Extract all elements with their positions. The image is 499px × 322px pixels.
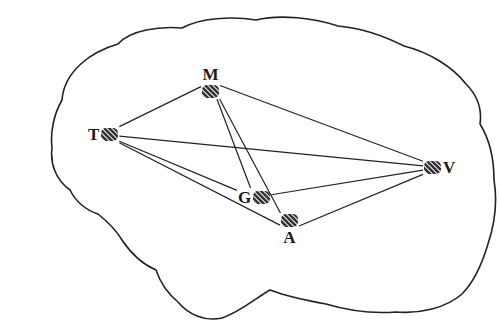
brain-center: V xyxy=(424,159,455,176)
brain-center: G xyxy=(238,189,270,206)
brain-outline-path xyxy=(51,17,495,319)
center-letter: M xyxy=(202,66,218,83)
connection-line xyxy=(220,99,281,213)
center-letter: V xyxy=(443,159,455,176)
connection-line xyxy=(119,136,423,166)
connection-line xyxy=(299,174,423,226)
hatched-spot xyxy=(281,214,298,227)
connection-line xyxy=(119,141,237,190)
connection-line xyxy=(271,170,423,195)
hatched-spot xyxy=(424,161,441,174)
brain-center: A xyxy=(281,214,298,246)
connection-line xyxy=(217,99,251,188)
connection-line xyxy=(119,143,280,225)
connection-line xyxy=(119,87,201,127)
hatched-spot xyxy=(202,85,219,98)
center-letter: G xyxy=(238,189,251,206)
hatched-spot xyxy=(253,191,270,204)
center-letter: T xyxy=(88,126,99,143)
brain-center: M xyxy=(202,66,219,98)
brain-center: T xyxy=(88,126,118,143)
center-letter: A xyxy=(283,229,295,246)
hatched-spot xyxy=(101,128,118,141)
connection-line xyxy=(220,86,423,162)
